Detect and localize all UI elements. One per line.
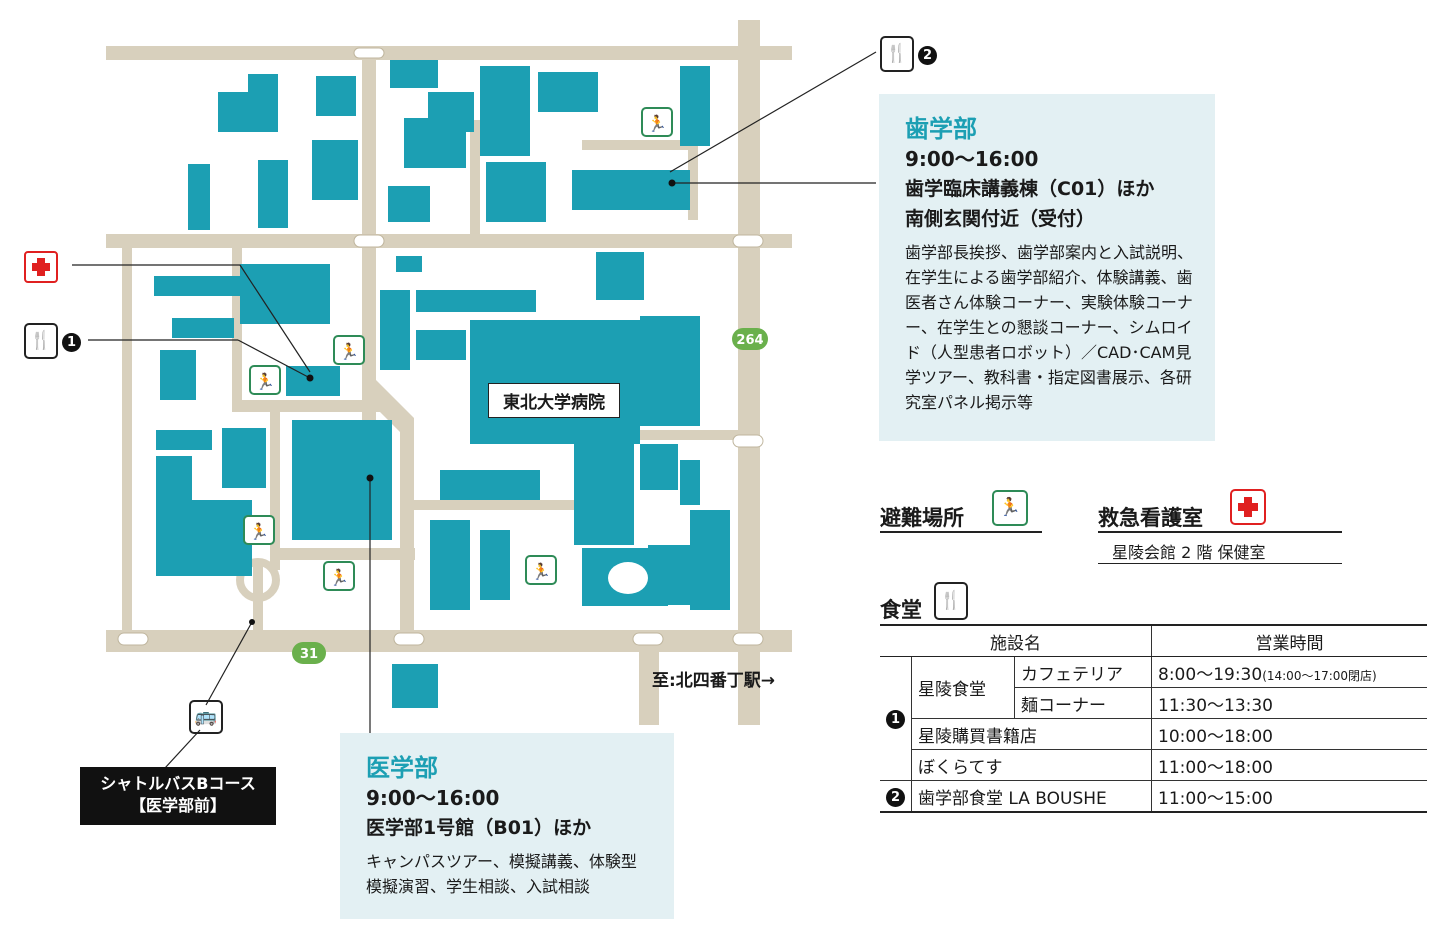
table-row: 2 歯学部食堂 LA BOUSHE 11:00〜15:00 <box>880 780 1427 813</box>
dentistry-location1: 歯学臨床講義棟（C01）ほか <box>905 178 1155 200</box>
medicine-location: 医学部1号館（B01）ほか <box>366 817 592 839</box>
legend-evacuation: 避難場所 <box>880 506 964 530</box>
dentistry-description: 歯学部長挨拶、歯学部案内と入試説明、在学生による歯学部紹介、体験講義、歯医者さん… <box>905 243 1194 412</box>
road-markers <box>117 47 764 646</box>
row-hours: 8:00〜19:30(14:00〜17:00閉店) <box>1151 656 1427 688</box>
row-hours: 11:00〜18:00 <box>1151 749 1427 781</box>
buildings <box>154 60 730 708</box>
svg-text:🏃: 🏃 <box>339 342 359 361</box>
dentistry-callout: 歯学部 9:00〜16:00 歯学臨床講義棟（C01）ほか 南側玄関付近（受付）… <box>879 94 1215 441</box>
roads <box>106 20 792 725</box>
row-hours: 11:30〜13:30 <box>1151 687 1427 719</box>
header-hours: 営業時間 <box>1151 624 1427 657</box>
legend-infirmary: 救急看護室 <box>1098 506 1203 530</box>
evacuation-icon: 🏃 <box>992 490 1028 526</box>
route-264-badge: 264 <box>732 328 768 350</box>
row-hours: 10:00〜18:00 <box>1151 718 1427 750</box>
medicine-hours: 9:00〜16:00 <box>366 786 500 810</box>
svg-text:🏃: 🏃 <box>255 372 275 391</box>
row-name: 麺コーナー <box>1013 687 1152 719</box>
marker-1: 1 <box>62 331 81 352</box>
svg-text:🏃: 🏃 <box>531 562 551 581</box>
table-row: 麺コーナー 11:30〜13:30 <box>880 687 1427 719</box>
infirmary-location: 星陵会館 2 階 保健室 <box>1112 543 1266 562</box>
row-name: ぼくらてす <box>910 749 1152 781</box>
medicine-callout: 医学部 9:00〜16:00 医学部1号館（B01）ほか キャンパスツアー、模擬… <box>340 733 674 919</box>
cutlery-icon: 🍴 <box>24 323 58 359</box>
evacuation-icon: 🏃 <box>243 515 275 545</box>
shuttle-line2: 【医学部前】 <box>129 796 226 815</box>
station-direction: 至:北四番丁駅→ <box>652 671 776 691</box>
divider <box>1098 531 1342 533</box>
legend-cafeteria: 食堂 <box>880 598 922 622</box>
divider <box>880 531 1042 533</box>
table-row: 1 星陵食堂 カフェテリア 8:00〜19:30(14:00〜17:00閉店) <box>880 656 1427 781</box>
evacuation-icon: 🏃 <box>641 107 673 137</box>
cutlery-icon: 🍴 <box>934 582 968 620</box>
svg-text:31: 31 <box>300 647 318 662</box>
row-name: カフェテリア <box>1013 656 1152 688</box>
row-hours: 11:00〜15:00 <box>1151 780 1427 813</box>
evacuation-icon: 🏃 <box>333 335 365 365</box>
hospital-label: 東北大学病院 <box>488 383 620 418</box>
evacuation-icon: 🏃 <box>525 555 557 585</box>
leader-lines <box>72 51 877 769</box>
cafeteria-table: 施設名 営業時間 1 星陵食堂 カフェテリア 8:00〜19:30(14:00〜… <box>880 624 1427 813</box>
table-row: ぼくらてす 11:00〜18:00 <box>880 749 1427 781</box>
svg-text:264: 264 <box>736 333 763 348</box>
medicine-description: キャンパスツアー、模擬講義、体験型模擬演習、学生相談、入試相談 <box>366 852 637 896</box>
route-31-badge: 31 <box>292 642 326 664</box>
header-facility: 施設名 <box>880 624 1152 657</box>
medicine-title: 医学部 <box>366 754 438 782</box>
dentistry-title: 歯学部 <box>905 115 977 143</box>
svg-text:🏃: 🏃 <box>249 522 269 541</box>
svg-text:🏃: 🏃 <box>329 568 349 587</box>
evacuation-icon: 🏃 <box>323 561 355 591</box>
cutlery-icon: 🍴 <box>880 36 914 72</box>
row-name: 歯学部食堂 LA BOUSHE <box>910 780 1152 813</box>
bus-icon: 🚌 <box>189 700 223 734</box>
dentistry-hours: 9:00〜16:00 <box>905 147 1039 171</box>
shuttle-bus-label: シャトルバスBコース 【医学部前】 <box>80 767 276 825</box>
divider <box>1098 563 1342 564</box>
shuttle-line1: シャトルバスBコース <box>100 774 256 793</box>
evac-icons: 🏃 🏃 🏃 🏃 🏃 🏃 <box>243 107 673 591</box>
svg-text:🏃: 🏃 <box>647 114 667 133</box>
row-name: 星陵購買書籍店 <box>910 718 1152 750</box>
marker-2: 2 <box>918 44 937 65</box>
row-marker: 2 <box>880 780 912 813</box>
first-aid-icon <box>1230 489 1266 525</box>
evacuation-icon: 🏃 <box>249 365 281 395</box>
first-aid-icon <box>24 251 58 283</box>
row-group: 星陵食堂 <box>911 656 1015 719</box>
row-marker: 1 <box>880 656 912 781</box>
table-row: 星陵購買書籍店 10:00〜18:00 <box>880 718 1427 750</box>
dentistry-location2: 南側玄関付近（受付） <box>905 208 1096 230</box>
